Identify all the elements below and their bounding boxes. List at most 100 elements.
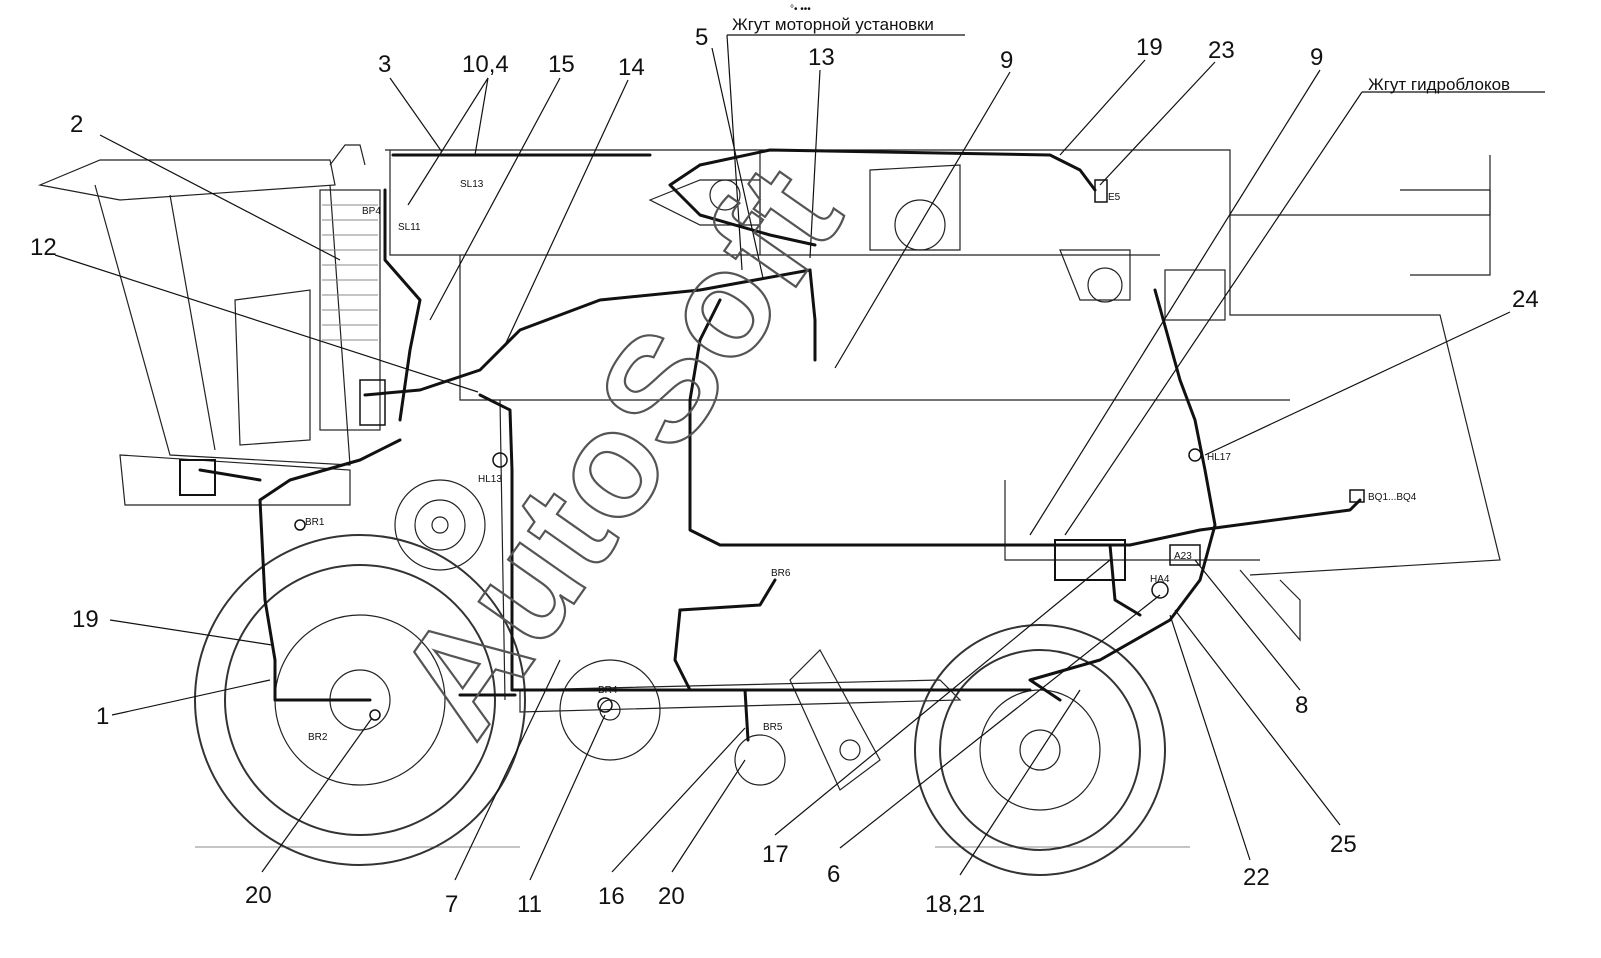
callout-6: 6: [827, 861, 840, 888]
harness-br6-branch: [678, 578, 777, 612]
drive-pulley-center: [431, 516, 449, 534]
harness-rear-vertical: [1028, 288, 1217, 702]
label-br1: BR1: [305, 517, 325, 528]
leader-10-4a: [407, 77, 489, 206]
leader-23: [1099, 61, 1216, 186]
harness-br6: [673, 608, 692, 692]
leader-hydro-harness: [1064, 91, 1363, 536]
e5-lamp: [1094, 179, 1108, 203]
leader-20-mid: [671, 759, 746, 873]
label-a23: A23: [1174, 551, 1192, 562]
callout-15: 15: [548, 51, 575, 78]
leader-2: [99, 134, 341, 261]
pump-pulley: [1087, 267, 1123, 303]
engine-fan: [894, 199, 946, 251]
leader-6: [839, 594, 1161, 849]
bq-connector: [1349, 489, 1365, 503]
frame-column: [499, 399, 506, 701]
leader-engine-harness: [726, 34, 743, 271]
rear-rim: [979, 689, 1101, 811]
leader-3: [389, 77, 443, 153]
callout-numbers: 3 10,4 15 14 2 12 5 13 9 19 23 9 24 19 1…: [30, 24, 1539, 918]
designator-labels: BP4 SL13 SL11 E5 HL13 BR1 BR2 BR4 BR5 BR…: [305, 179, 1417, 743]
rear-tire: [914, 624, 1166, 876]
ha4-horn: [1151, 581, 1169, 599]
stray-marks: °• •••: [790, 4, 811, 15]
label-ha4: HA4: [1150, 574, 1170, 585]
cab-connector-box: [179, 459, 216, 496]
leader-18-21: [959, 689, 1081, 876]
drive-pulley-hub: [414, 499, 466, 551]
combine-body-outline: [37, 144, 1501, 876]
harness-br5: [743, 688, 750, 742]
leader-24: [1204, 311, 1511, 456]
body-mid-line: [459, 255, 1290, 401]
leader-8: [1194, 559, 1301, 691]
harness-main-run: [363, 268, 812, 397]
callout-20-mid: 20: [658, 883, 685, 910]
engine-block: [869, 164, 961, 251]
callout-1: 1: [96, 703, 109, 730]
front-tire: [194, 534, 526, 866]
callout-17: 17: [762, 841, 789, 868]
leader-11: [529, 714, 606, 881]
cab-base: [119, 454, 351, 506]
hl17-lamp: [1188, 448, 1202, 462]
rear-hub: [1019, 729, 1061, 771]
leader-lines: [54, 34, 1545, 881]
a23-box: [1169, 544, 1201, 566]
callout-10-4: 10,4: [462, 51, 509, 78]
callout-7: 7: [445, 891, 458, 918]
engine-box: [648, 179, 761, 226]
body-upper-panel: [389, 150, 1160, 256]
label-br5: BR5: [763, 722, 783, 733]
cab-roof: [37, 159, 336, 201]
callout-14: 14: [618, 54, 645, 81]
engine-harness-caption: Жгут моторной установки: [732, 15, 934, 34]
callout-11: 11: [517, 891, 542, 918]
chassis-beam: [519, 679, 962, 713]
header-frame: [1229, 215, 1501, 576]
leader-25: [1174, 609, 1341, 826]
harness-front-wheel: [258, 438, 402, 702]
harness-hydro-block: [1108, 543, 1142, 617]
cab-junction: [359, 379, 386, 426]
callout-25: 25: [1330, 831, 1357, 858]
leader-17: [774, 559, 1111, 836]
leader-19-left: [109, 619, 273, 646]
harness-side-loop: [688, 298, 1132, 547]
label-br2: BR2: [308, 732, 328, 743]
body-top: [385, 149, 1491, 216]
hydro-harness-caption: Жгут гидроблоков: [1368, 75, 1510, 94]
hl13-lamp: [492, 452, 508, 468]
label-sl11: SL11: [398, 222, 421, 233]
leader-12: [54, 254, 479, 393]
leader-7: [454, 659, 561, 881]
lower-pulley: [734, 734, 786, 786]
leader-14: [504, 79, 629, 346]
unloading-tube-end: [1400, 189, 1491, 276]
harness-rear-run: [1128, 498, 1362, 547]
callout-3: 3: [378, 51, 391, 78]
cab-door: [234, 289, 311, 446]
harness-cab-down: [383, 188, 422, 422]
callout-16: 16: [598, 883, 625, 910]
callout-22: 22: [1243, 864, 1270, 891]
callout-20-left: 20: [245, 882, 272, 909]
label-hl13: HL13: [478, 474, 502, 485]
callout-12: 12: [30, 234, 57, 261]
harness-engine-loop: [668, 163, 817, 247]
leader-9a: [834, 71, 1011, 369]
br2-sensor: [369, 709, 381, 721]
leader-10-4b: [474, 77, 489, 156]
leader-20-left: [261, 717, 373, 873]
harness-engine-top: [698, 148, 1097, 192]
label-sl13: SL13: [460, 179, 484, 190]
callout-19-top: 19: [1136, 34, 1163, 61]
label-e5: E5: [1108, 192, 1121, 203]
harness-lower-run: [478, 393, 1032, 692]
label-bp4: BP4: [362, 206, 381, 217]
callout-2: 2: [70, 111, 83, 138]
lower-pulley-2: [839, 739, 861, 761]
